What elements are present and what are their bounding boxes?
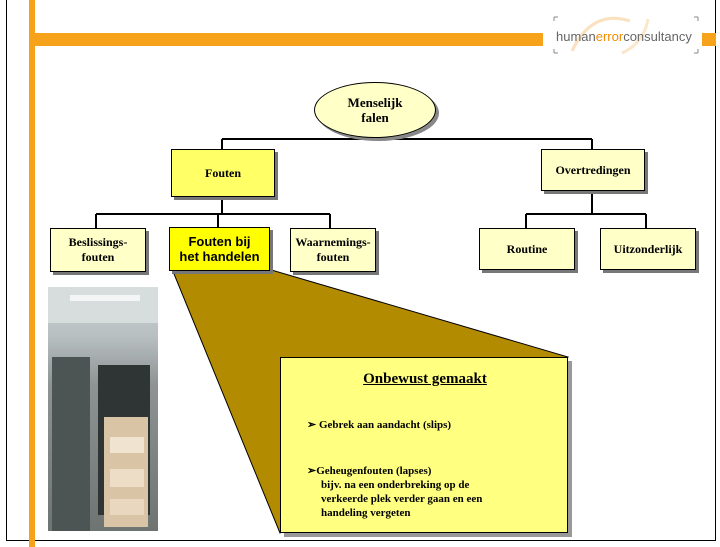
callout-detail-line2: verkeerde plek verder gaan en een — [321, 493, 483, 505]
node-overtredingen-label: Overtredingen — [555, 162, 631, 177]
node-waarnemingsfouten-line2: fouten — [316, 250, 350, 264]
node-waarnemingsfouten-line1: Waarnemings- — [295, 235, 371, 249]
logo-accent: error — [595, 29, 624, 44]
slide-frame — [6, 0, 716, 541]
node-handelen-line1: Fouten bij — [188, 234, 251, 249]
node-overtredingen: Overtredingen — [541, 149, 645, 191]
node-fouten: Fouten — [171, 149, 275, 197]
callout-item-lapses: ➢Geheugenfouten (lapses) — [307, 465, 432, 477]
node-beslissingsfouten-line1: Beslissings- — [68, 235, 128, 249]
logo-swoosh-icon — [553, 16, 699, 55]
callout-title: Onbewust gemaakt — [363, 371, 487, 387]
company-logo: humanerrorconsultancy — [556, 29, 692, 44]
node-menselijk-falen: Menselijk falen — [314, 82, 436, 138]
logo-suffix: consultancy — [623, 29, 692, 44]
hospital-cart-photo — [48, 287, 158, 531]
node-routine-label: Routine — [506, 241, 548, 256]
accent-horizontal-bar — [29, 33, 543, 46]
callout-detail-line3: handeling vergeten — [321, 507, 411, 519]
node-waarnemingsfouten: Waarnemings- fouten — [290, 228, 376, 272]
node-menselijk-falen-line1: Menselijk — [347, 95, 403, 110]
logo-prefix: human — [556, 29, 596, 44]
node-menselijk-falen-line2: falen — [361, 110, 389, 125]
callout-detail-line1: bijv. na een onderbreking op de — [321, 479, 470, 491]
node-uitzonderlijk: Uitzonderlijk — [600, 228, 696, 270]
accent-horizontal-bar-end — [702, 33, 716, 46]
node-fouten-bij-het-handelen: Fouten bij het handelen — [169, 227, 270, 271]
node-handelen-line2: het handelen — [179, 249, 260, 264]
node-beslissingsfouten: Beslissings- fouten — [50, 228, 146, 272]
node-uitzonderlijk-label: Uitzonderlijk — [613, 241, 683, 256]
accent-vertical-bar — [29, 0, 35, 547]
node-routine: Routine — [479, 228, 575, 270]
callout-item-slips: ➢ Gebrek aan aandacht (slips) — [307, 419, 452, 431]
node-beslissingsfouten-line2: fouten — [81, 250, 115, 264]
node-fouten-label: Fouten — [205, 165, 241, 180]
callout-box: Onbewust gemaakt ➢ Gebrek aan aandacht (… — [280, 357, 568, 533]
